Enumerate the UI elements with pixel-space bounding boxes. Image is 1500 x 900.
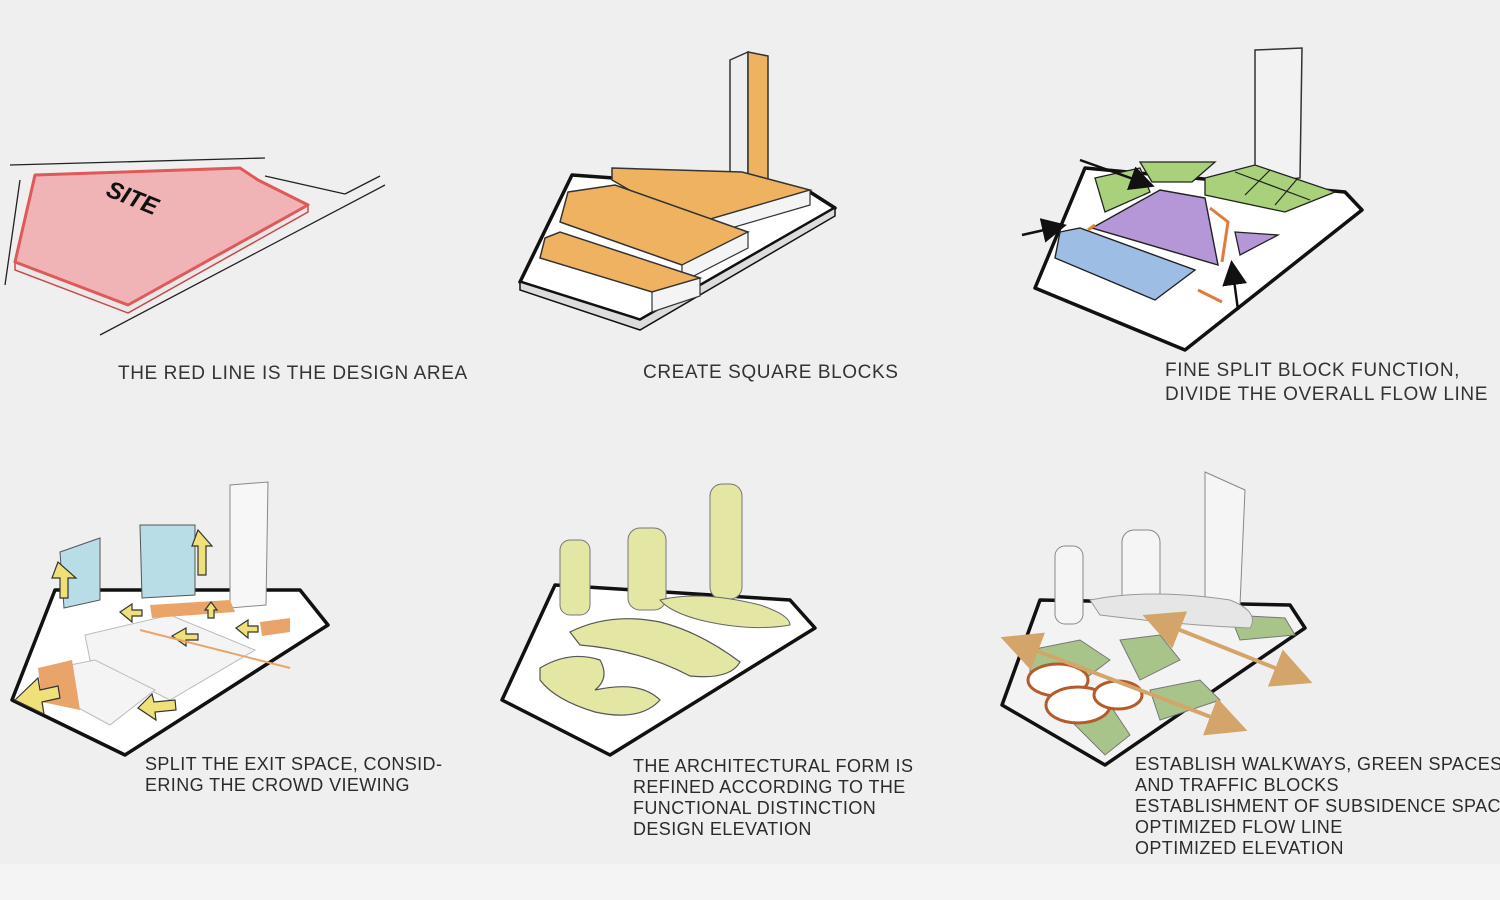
caption-line: ERING THE CROWD VIEWING — [145, 775, 410, 795]
bottom-band — [0, 864, 1500, 900]
caption-line: THE RED LINE IS THE DESIGN AREA — [118, 363, 468, 384]
caption-line: REFINED ACCORDING TO THE — [633, 777, 906, 797]
site-area — [13, 166, 310, 307]
grid-line — [1244, 169, 1271, 196]
step-6-walkways-diagram — [1000, 471, 1313, 767]
yellow-form — [539, 655, 661, 716]
caption-step-6: ESTABLISH WALKWAYS, GREEN SPACES AND TRA… — [1135, 754, 1500, 859]
tower-side — [747, 51, 769, 191]
block-front-side — [651, 277, 701, 313]
pavilion — [1092, 679, 1144, 711]
arrow-icon — [170, 626, 199, 648]
walkway-arrow — [1142, 611, 1313, 687]
arrow-icon — [203, 601, 219, 619]
context-line — [4, 179, 21, 286]
office-tower — [1204, 471, 1246, 611]
grid-line — [1234, 171, 1311, 201]
cyan-tower — [139, 524, 196, 599]
caption-step-4: SPLIT THE EXIT SPACE, CONSID- ERING THE … — [145, 754, 442, 796]
caption-line: DIVIDE THE OVERALL FLOW LINE — [1165, 384, 1488, 405]
step-5-form-diagram — [500, 483, 817, 757]
residential-tower — [1054, 545, 1084, 625]
caption-line: CREATE SQUARE BLOCKS — [643, 362, 899, 383]
arrow-icon — [234, 618, 259, 640]
caption-line: THE ARCHITECTURAL FORM IS — [633, 756, 914, 776]
grid-line — [1274, 177, 1299, 206]
yellow-form — [569, 618, 741, 678]
base-slab-side — [519, 206, 836, 331]
caption-line: ESTABLISH WALKWAYS, GREEN SPACES — [1135, 754, 1500, 774]
step-4-exit-diagram — [10, 481, 330, 757]
context-line — [264, 175, 346, 195]
arrow-icon — [1222, 260, 1248, 311]
caption-line: SPLIT THE EXIT SPACE, CONSID- — [145, 754, 443, 774]
arrow-icon — [1021, 218, 1067, 243]
white-tower — [229, 481, 269, 609]
flow-line — [1087, 223, 1096, 232]
caption-step-5: THE ARCHITECTURAL FORM IS REFINED ACCORD… — [633, 756, 913, 840]
arrow-icon — [1079, 158, 1155, 191]
caption-step-2: CREATE SQUARE BLOCKS — [643, 361, 899, 385]
flow-line — [139, 629, 291, 669]
caption-line: FUNCTIONAL DISTINCTION — [633, 798, 877, 818]
arrow-icon — [191, 528, 214, 576]
purple-block — [1090, 189, 1219, 266]
flow-line — [1209, 206, 1230, 263]
caption-line: ESTABLISHMENT OF SUBSIDENCE SPACE — [1135, 796, 1500, 816]
residential-tower — [559, 539, 591, 616]
caption-line: AND TRAFFIC BLOCKS — [1135, 775, 1339, 795]
green-block-cluster — [1204, 164, 1337, 213]
arrow-icon — [118, 602, 143, 624]
step-3-function-diagram — [1021, 47, 1364, 352]
caption-line: DESIGN ELEVATION — [633, 819, 812, 839]
caption-step-1: THE RED LINE IS THE DESIGN AREA — [118, 362, 468, 386]
arrow-icon — [51, 560, 78, 599]
context-line — [99, 184, 386, 336]
step-1-site-diagram: SITE — [4, 157, 386, 336]
residential-tower — [627, 527, 667, 611]
step-2-blocks-diagram — [518, 50, 837, 331]
tower — [1254, 47, 1303, 183]
caption-line: FINE SPLIT BLOCK FUNCTION, — [1165, 360, 1461, 381]
exit-face — [260, 618, 290, 636]
caption-line: OPTIMIZED ELEVATION — [1135, 838, 1344, 858]
purple-block-small — [1234, 231, 1281, 256]
blue-block — [1054, 227, 1197, 301]
context-line — [9, 157, 266, 166]
caption-line: OPTIMIZED FLOW LINE — [1135, 817, 1343, 837]
arrow-icon — [137, 692, 177, 722]
arrow-icon — [13, 676, 61, 716]
residential-tower — [709, 483, 743, 600]
context-line — [344, 175, 381, 195]
yellow-form — [659, 595, 791, 629]
walkway-arrow — [1000, 632, 1248, 736]
caption-step-3: FINE SPLIT BLOCK FUNCTION, DIVIDE THE OV… — [1165, 359, 1488, 407]
flow-line — [1197, 288, 1223, 304]
